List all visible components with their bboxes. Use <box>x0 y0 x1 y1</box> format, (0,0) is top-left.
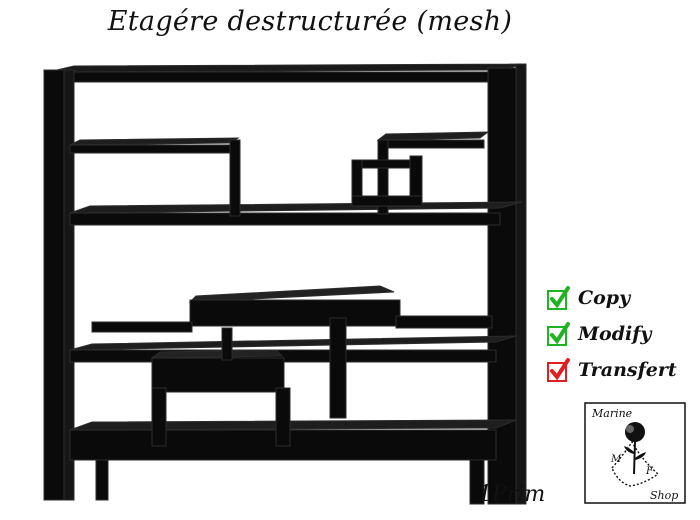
prim-count: 1Prim <box>478 482 546 507</box>
bookshelf <box>43 63 527 505</box>
logo-initial-right: F <box>645 466 654 477</box>
product-title: Etagére destructurée (mesh) <box>107 6 513 37</box>
permission-label: Transfert <box>578 359 677 381</box>
checkbox-check-red-icon <box>547 358 570 382</box>
permission-label: Copy <box>578 287 631 309</box>
permission-copy: Copy <box>546 280 677 316</box>
logo-bottom-text: Shop <box>650 489 678 502</box>
permission-list: Copy Modify Transfert <box>546 280 677 388</box>
shop-logo: Marine M F Shop <box>584 402 686 504</box>
checkbox-check-green-icon <box>547 286 570 310</box>
permission-modify: Modify <box>546 316 677 352</box>
logo-top-text: Marine <box>591 407 633 420</box>
permission-transfert: Transfert <box>546 352 677 388</box>
permission-label: Modify <box>578 323 652 345</box>
checkbox-check-green-icon <box>547 322 570 346</box>
logo-initial-left: M <box>610 454 622 465</box>
rose-icon <box>611 422 660 487</box>
